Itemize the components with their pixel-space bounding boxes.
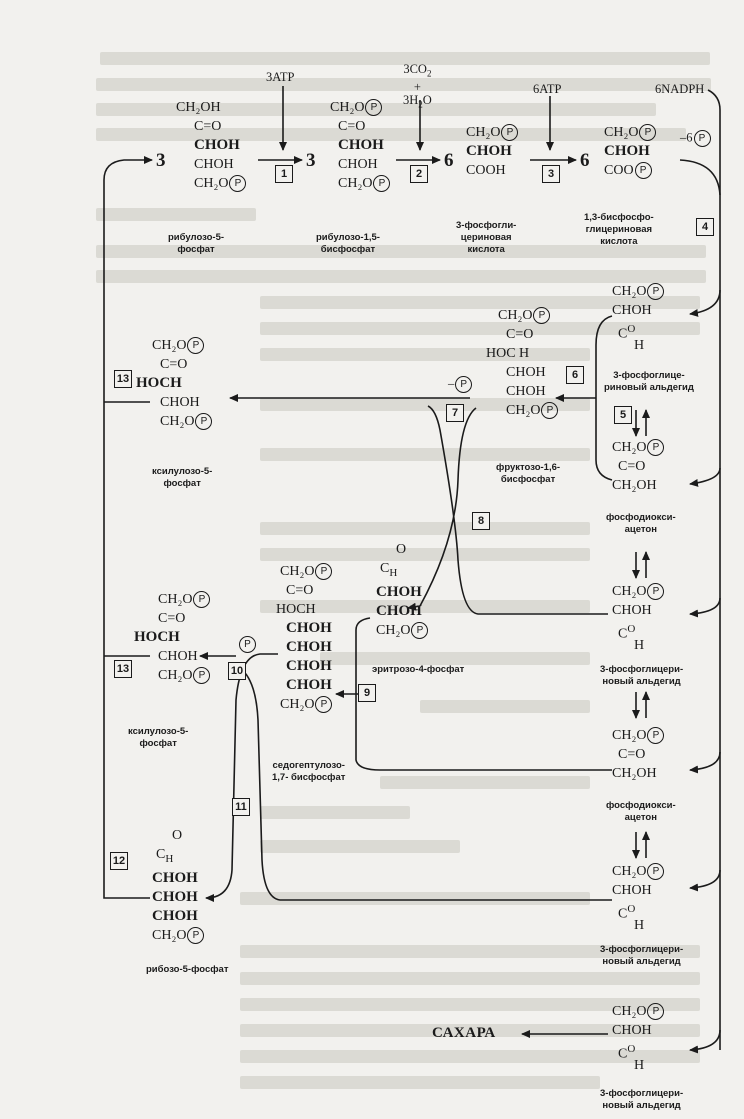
step-box-2: 2 bbox=[410, 165, 428, 183]
label-fructose-bisphosphate: фруктозо-1,6-бисфосфат bbox=[496, 462, 561, 485]
label-sedoheptulose-bisphosphate: седогептулозо-1,7- бисфосфат bbox=[272, 760, 346, 783]
reagent-atp-6: 6ATP bbox=[533, 82, 562, 96]
reagent-co2-h2o: 3CO2 + 3H2O bbox=[403, 62, 432, 110]
coefficient: 6 bbox=[444, 150, 454, 171]
reagent-atp-3: 3ATP bbox=[266, 70, 295, 84]
step-box-8: 8 bbox=[472, 512, 490, 530]
step-box-11: 11 bbox=[232, 798, 250, 816]
step-box-10: 10 bbox=[228, 662, 246, 680]
step-box-1: 1 bbox=[275, 165, 293, 183]
label-glyceraldehyde-3-phosphate-b: 3-фосфоглицери-новый альдегид bbox=[600, 664, 684, 687]
step-box-4: 4 bbox=[696, 218, 714, 236]
label-ribose-5-phosphate: рибозо-5-фосфат bbox=[146, 964, 229, 975]
label-ribulose-5-phosphate: рибулозо-5-фосфат bbox=[168, 232, 225, 255]
label-dhap-a: фосфодиокси-ацетон bbox=[606, 512, 676, 535]
phosphate-release-10: P bbox=[238, 636, 256, 653]
coefficient: 3 bbox=[306, 150, 316, 171]
coefficient: 6 bbox=[580, 150, 590, 171]
label-glyceraldehyde-3-phosphate-d: 3-фосфоглицери-новый альдегид bbox=[600, 1088, 684, 1111]
label-dhap-b: фосфодиокси-ацетон bbox=[606, 800, 676, 823]
reagent-nadph: 6NADPH bbox=[655, 82, 705, 96]
label-xylulose-5-phosphate-b: ксилулозо-5-фосфат bbox=[128, 726, 189, 749]
phosphate-release-7: –P bbox=[448, 376, 473, 393]
coefficient: 3 bbox=[156, 150, 166, 171]
step-box-9: 9 bbox=[358, 684, 376, 702]
step-box-12: 12 bbox=[110, 852, 128, 870]
step-box-13-a: 13 bbox=[114, 370, 132, 388]
step-box-13-b: 13 bbox=[114, 660, 132, 678]
step-box-6: 6 bbox=[566, 366, 584, 384]
label-ribulose-bisphosphate: рибулозо-1,5-бисфосфат bbox=[316, 232, 380, 255]
step-box-5: 5 bbox=[614, 406, 632, 424]
step-box-3: 3 bbox=[542, 165, 560, 183]
product-sugar-label: САХАРА bbox=[432, 1025, 496, 1041]
label-glyceraldehyde-3-phosphate-a: 3-фосфоглице-риновый альдегид bbox=[604, 370, 694, 393]
label-xylulose-5-phosphate-a: ксилулозо-5-фосфат bbox=[152, 466, 213, 489]
label-glyceraldehyde-3-phosphate-c: 3-фосфоглицери-новый альдегид bbox=[600, 944, 684, 967]
label-erythrose-4-phosphate: эритрозо-4-фосфат bbox=[372, 664, 465, 675]
step-box-7: 7 bbox=[446, 404, 464, 422]
phosphate-circle-icon: P bbox=[693, 130, 711, 147]
